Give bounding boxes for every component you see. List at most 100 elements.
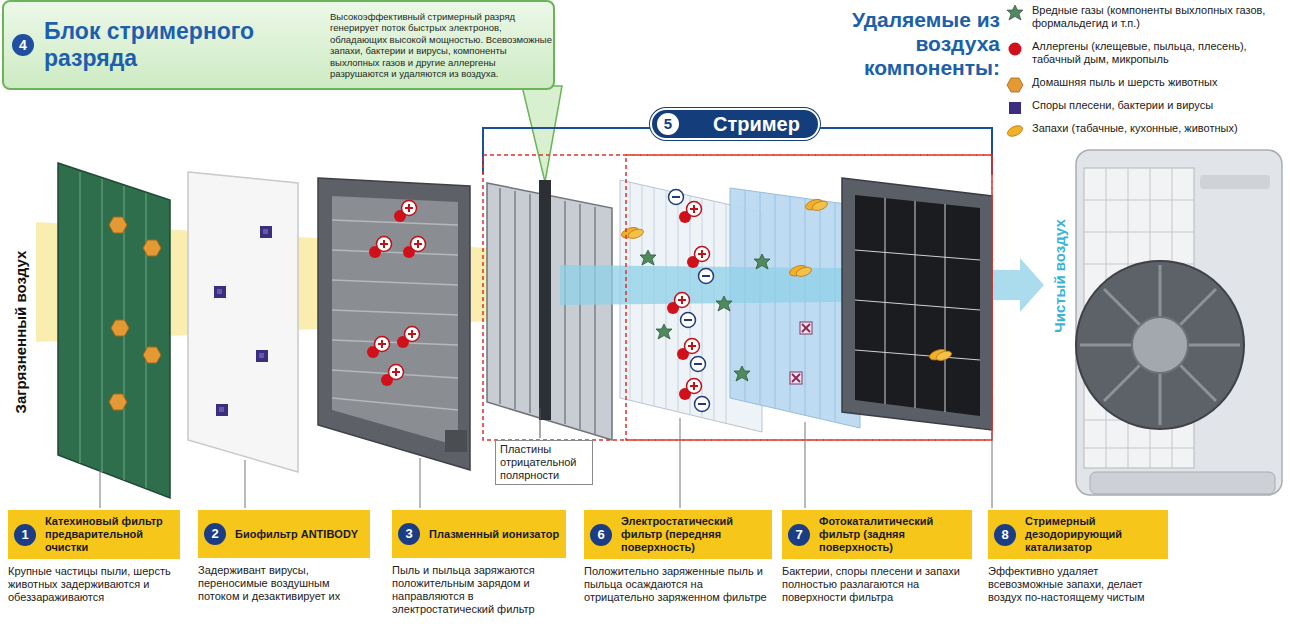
control-panel — [1200, 175, 1270, 189]
charged-particle — [369, 237, 392, 259]
legend-shape — [1007, 78, 1023, 92]
dust-icon — [143, 240, 161, 256]
callout-number: 8 — [994, 524, 1016, 546]
gas-icon — [656, 324, 672, 339]
callout-number: 7 — [788, 524, 810, 546]
odour-icon — [620, 225, 645, 240]
step-title: Фотокаталитический фильтр (задняя поверх… — [819, 515, 966, 554]
flow-label: Загрязненный воздух — [11, 182, 31, 482]
charged-particle — [397, 327, 420, 349]
legend-swatch — [1006, 122, 1024, 140]
step-header: 2Биофильтр ANTIBODY — [198, 510, 370, 558]
step-description: Бактерии, споры плесени и запахи полност… — [782, 565, 972, 604]
charged-particle — [367, 337, 390, 359]
step-description: Крупные частицы пыли, шерсть животных за… — [8, 565, 180, 604]
step-header: 7 Фотокаталитический фильтр (задняя повер… — [782, 510, 972, 559]
streamer-zone — [483, 155, 992, 440]
legend-text: Споры плесени, бактерии и вирусы — [1032, 99, 1286, 112]
catalyst-core — [855, 195, 980, 416]
virus-icon — [260, 226, 272, 238]
purifier-base — [1090, 472, 1275, 494]
charged-particle — [679, 202, 702, 224]
step-title: Плазменный ионизатор — [429, 528, 559, 541]
legend-swatch — [1006, 99, 1024, 117]
charged-particle — [687, 247, 710, 269]
legend-text: Запахи (табачные, кухонные, животных) — [1032, 122, 1286, 135]
callout-number: 5 — [657, 113, 679, 135]
legend-row: Споры плесени, бактерии и вирусы — [1006, 99, 1286, 112]
deodorizing-catalyst — [842, 178, 992, 430]
step-header: 1Катехиновый фильтр предварительной очис… — [8, 510, 180, 559]
legend-row: Вредные газы (компоненты выхлопных газов… — [1006, 4, 1286, 30]
antibody-filter — [188, 172, 298, 472]
section-band: 5 Стример — [650, 108, 820, 140]
streamer-zone — [626, 155, 992, 440]
charged-particle — [667, 293, 690, 315]
purifier-body — [1076, 150, 1282, 495]
callout-number: 4 — [12, 34, 34, 56]
filter-pleats — [745, 190, 835, 421]
step-box: 3Плазменный ионизаторПыль и пыльца заряж… — [392, 510, 566, 616]
step-header: 8 Стримерный дезодорирующий катализатор — [988, 510, 1168, 559]
dust-icon — [109, 217, 127, 233]
legend-shape — [1006, 124, 1024, 139]
step-header: 6 Электростатический фильтр (передняя пов… — [584, 510, 772, 559]
step-title: Стримерный дезодорирующий катализатор — [1025, 515, 1162, 554]
negative-charge — [691, 357, 706, 372]
virus-icon — [256, 350, 268, 362]
note-text: Пластины отрицательной полярности — [500, 443, 588, 482]
bacteria-icon — [790, 372, 802, 384]
flow-label: Чистый воздух — [1050, 126, 1070, 426]
streamer-rail — [539, 180, 551, 420]
step-title: Биофильтр ANTIBODY — [235, 528, 358, 541]
leader-lines — [100, 418, 992, 508]
legend-swatch — [1006, 40, 1024, 58]
fan — [1076, 261, 1244, 429]
bacteria-icon — [800, 322, 812, 334]
negative-charge — [699, 269, 714, 284]
step-title: Катехиновый фильтр предварительной очист… — [45, 515, 174, 554]
note-box: Пластины отрицательной полярности — [495, 440, 593, 485]
ionizer-bars — [332, 220, 458, 410]
legend-row: Запахи (табачные, кухонные, животных) — [1006, 122, 1286, 135]
legend-swatch — [1006, 76, 1024, 94]
gas-icon — [716, 296, 732, 311]
plasma-ionizer — [318, 178, 470, 470]
legend-heading: Удаляемые из воздуха компоненты: — [805, 8, 1000, 80]
negative-charge — [669, 190, 684, 205]
odour-icon — [928, 347, 953, 362]
fan-hub — [1132, 317, 1188, 373]
callout-number: 3 — [398, 523, 420, 545]
callout-pointer — [522, 86, 562, 182]
callout-box: 4Блок стримерного разрядаВысокоэффективн… — [2, 0, 555, 90]
callout-number: 6 — [590, 524, 612, 546]
legend-text: Аллергены (клещевые, пыльца, плесень), т… — [1032, 40, 1286, 66]
step-box: 8 Стримерный дезодорирующий катализаторЭф… — [988, 510, 1168, 604]
gas-icon — [754, 254, 770, 269]
ionizer-foot — [445, 430, 467, 452]
step-box: 1Катехиновый фильтр предварительной очис… — [8, 510, 180, 604]
step-description: Положительно заряженные пыль и пыльца ос… — [584, 565, 772, 604]
legend-shape — [1007, 5, 1023, 20]
legend-row: Аллергены (клещевые, пыльца, плесень), т… — [1006, 40, 1286, 66]
catechin-filter — [58, 163, 170, 498]
photocatalytic-filter — [730, 188, 860, 428]
legend-row: Домашняя пыль и шерсть животных — [1006, 76, 1286, 89]
odour-icon — [804, 197, 829, 212]
virus-icon — [214, 286, 226, 298]
charged-particle — [403, 237, 426, 259]
step-description: Эффективно удаляет всевозможные запахи, … — [988, 565, 1168, 604]
step-title: Электростатический фильтр (передняя пове… — [621, 515, 766, 554]
dust-icon — [109, 394, 127, 410]
negative-charge — [681, 313, 696, 328]
section-title: Стример — [713, 112, 800, 136]
negative-charge — [695, 397, 710, 412]
callout-title: Блок стримерного разряда — [44, 18, 324, 72]
dust-icon — [143, 347, 161, 363]
leader-line — [540, 408, 541, 438]
catalyst-grid — [855, 198, 980, 412]
gas-icon — [734, 366, 750, 381]
odour-icon — [788, 263, 813, 278]
charged-particle — [381, 365, 404, 387]
ionizer-grid — [332, 196, 458, 446]
